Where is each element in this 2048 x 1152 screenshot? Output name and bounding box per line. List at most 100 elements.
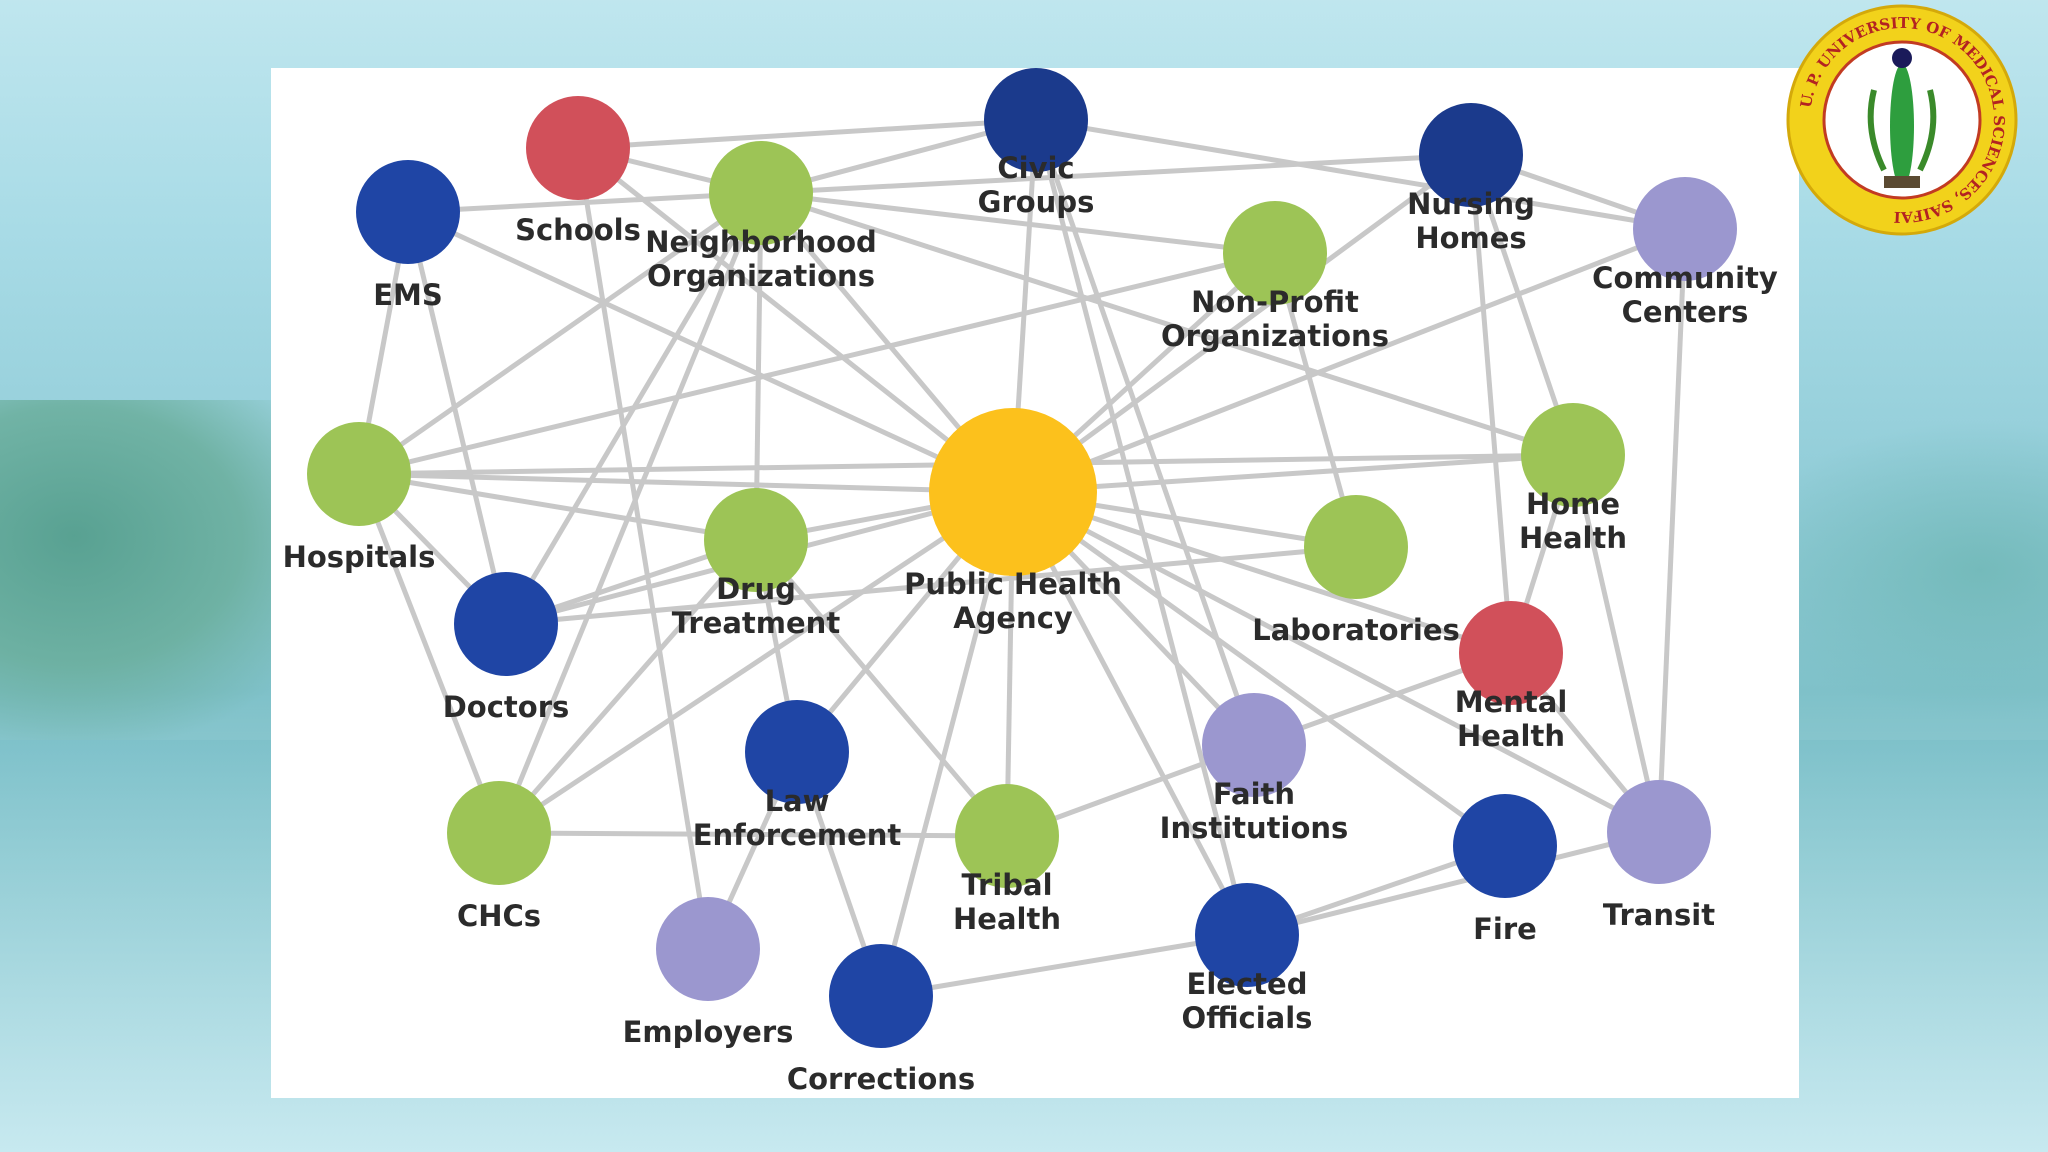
- node-labs-label-line: Laboratories: [1252, 613, 1460, 647]
- edge-pha-schools: [576, 146, 1015, 494]
- node-civic-label-line: Civic: [997, 151, 1074, 185]
- edge-hospitals-drug: [358, 471, 757, 543]
- node-pha-circle: [929, 408, 1097, 576]
- edge-civic-faith: [1033, 119, 1257, 746]
- edge-pha-chcs: [497, 489, 1015, 836]
- node-community-label-line: Centers: [1622, 295, 1749, 329]
- node-fire-label-line: Fire: [1473, 912, 1537, 946]
- node-nonprofit-label-line: Non-Profit: [1191, 285, 1359, 319]
- edge-doctors-labs: [505, 544, 1357, 627]
- node-employers: Employers: [623, 897, 794, 1049]
- node-chcs-circle: [447, 781, 551, 885]
- edge-corrections-elected: [880, 932, 1248, 999]
- node-corrections: Corrections: [787, 944, 975, 1096]
- node-fire-circle: [1453, 794, 1557, 898]
- node-transit: Transit: [1603, 780, 1715, 932]
- node-chcs: CHCs: [447, 781, 551, 933]
- book-icon: [1884, 176, 1920, 188]
- edge-neighborhood-nonprofit: [760, 190, 1276, 256]
- node-transit-circle: [1607, 780, 1711, 884]
- edge-pha-mental: [1012, 489, 1512, 656]
- edge-drug-tribal: [754, 538, 1009, 838]
- edge-drug-chcs: [497, 538, 758, 835]
- edge-pha-hospitals: [358, 471, 1014, 495]
- node-schools-label-line: Schools: [515, 213, 641, 247]
- caduceus-icon: [1890, 64, 1914, 188]
- edge-civic-community: [1035, 117, 1686, 232]
- laurel-right-icon: [1917, 89, 1937, 172]
- node-corrections-label: Corrections: [787, 1062, 975, 1096]
- node-nursing-circle: [1419, 103, 1523, 207]
- edge-homehealth-transit: [1570, 454, 1662, 833]
- edge-pha-transit: [1011, 489, 1661, 835]
- edge-pha-fire: [1011, 489, 1507, 849]
- node-fire: Fire: [1453, 794, 1557, 946]
- university-logo: U. P. UNIVERSITY OF MEDICAL SCIENCES, SA…: [1786, 4, 2018, 236]
- node-schools-label: Schools: [515, 213, 641, 247]
- node-hospitals: Hospitals: [283, 422, 436, 574]
- edge-civic-elected: [1033, 119, 1250, 936]
- node-homehealth-label-line: Home: [1526, 487, 1620, 521]
- node-fire-label: Fire: [1473, 912, 1537, 946]
- edge-chcs-tribal: [498, 830, 1008, 839]
- node-labs-circle: [1304, 495, 1408, 599]
- edge-pha-ems: [406, 209, 1015, 495]
- node-ems: EMS: [356, 160, 460, 312]
- node-civic-circle: [984, 68, 1088, 172]
- node-nursing-label-line: Nursing: [1407, 187, 1535, 221]
- node-employers-label-line: Employers: [623, 1015, 794, 1049]
- node-mental-label-line: Mental: [1455, 685, 1568, 719]
- edge-pha-nursing: [1011, 152, 1473, 495]
- edge-transit-elected: [1246, 829, 1660, 938]
- node-nonprofit-label-line: Organizations: [1161, 319, 1389, 353]
- node-law-label-line: Law: [765, 784, 830, 818]
- edge-neighborhood-hospitals: [357, 190, 763, 477]
- node-civic-label-line: Groups: [978, 185, 1095, 219]
- node-transit-label-line: Transit: [1603, 898, 1715, 932]
- node-employers-circle: [656, 897, 760, 1001]
- node-corrections-label-line: Corrections: [787, 1062, 975, 1096]
- edge-neighborhood-homehealth: [760, 190, 1574, 458]
- node-law-label-line: Enforcement: [693, 818, 902, 852]
- node-homehealth-label-line: Health: [1519, 521, 1627, 555]
- node-schools: Schools: [515, 96, 641, 247]
- node-labs: Laboratories: [1252, 495, 1460, 647]
- node-corrections-circle: [829, 944, 933, 1048]
- node-chcs-label: CHCs: [457, 899, 541, 933]
- node-faith-label-line: Institutions: [1160, 811, 1349, 845]
- node-nonprofit-circle: [1223, 201, 1327, 305]
- chakra-icon: [1892, 48, 1912, 68]
- node-faith-label-line: Faith: [1213, 777, 1295, 811]
- node-elected-label-line: Officials: [1182, 1001, 1313, 1035]
- node-labs-label: Laboratories: [1252, 613, 1460, 647]
- node-hospitals-label: Hospitals: [283, 540, 436, 574]
- node-tribal-circle: [955, 784, 1059, 888]
- node-community-label-line: Community: [1592, 261, 1778, 295]
- laurel-left-icon: [1867, 89, 1887, 172]
- node-neighborhood-label-line: Neighborhood: [645, 225, 877, 259]
- node-neighborhood-circle: [709, 141, 813, 245]
- node-tribal-label-line: Health: [953, 902, 1061, 936]
- edge-neighborhood-chcs: [496, 192, 764, 834]
